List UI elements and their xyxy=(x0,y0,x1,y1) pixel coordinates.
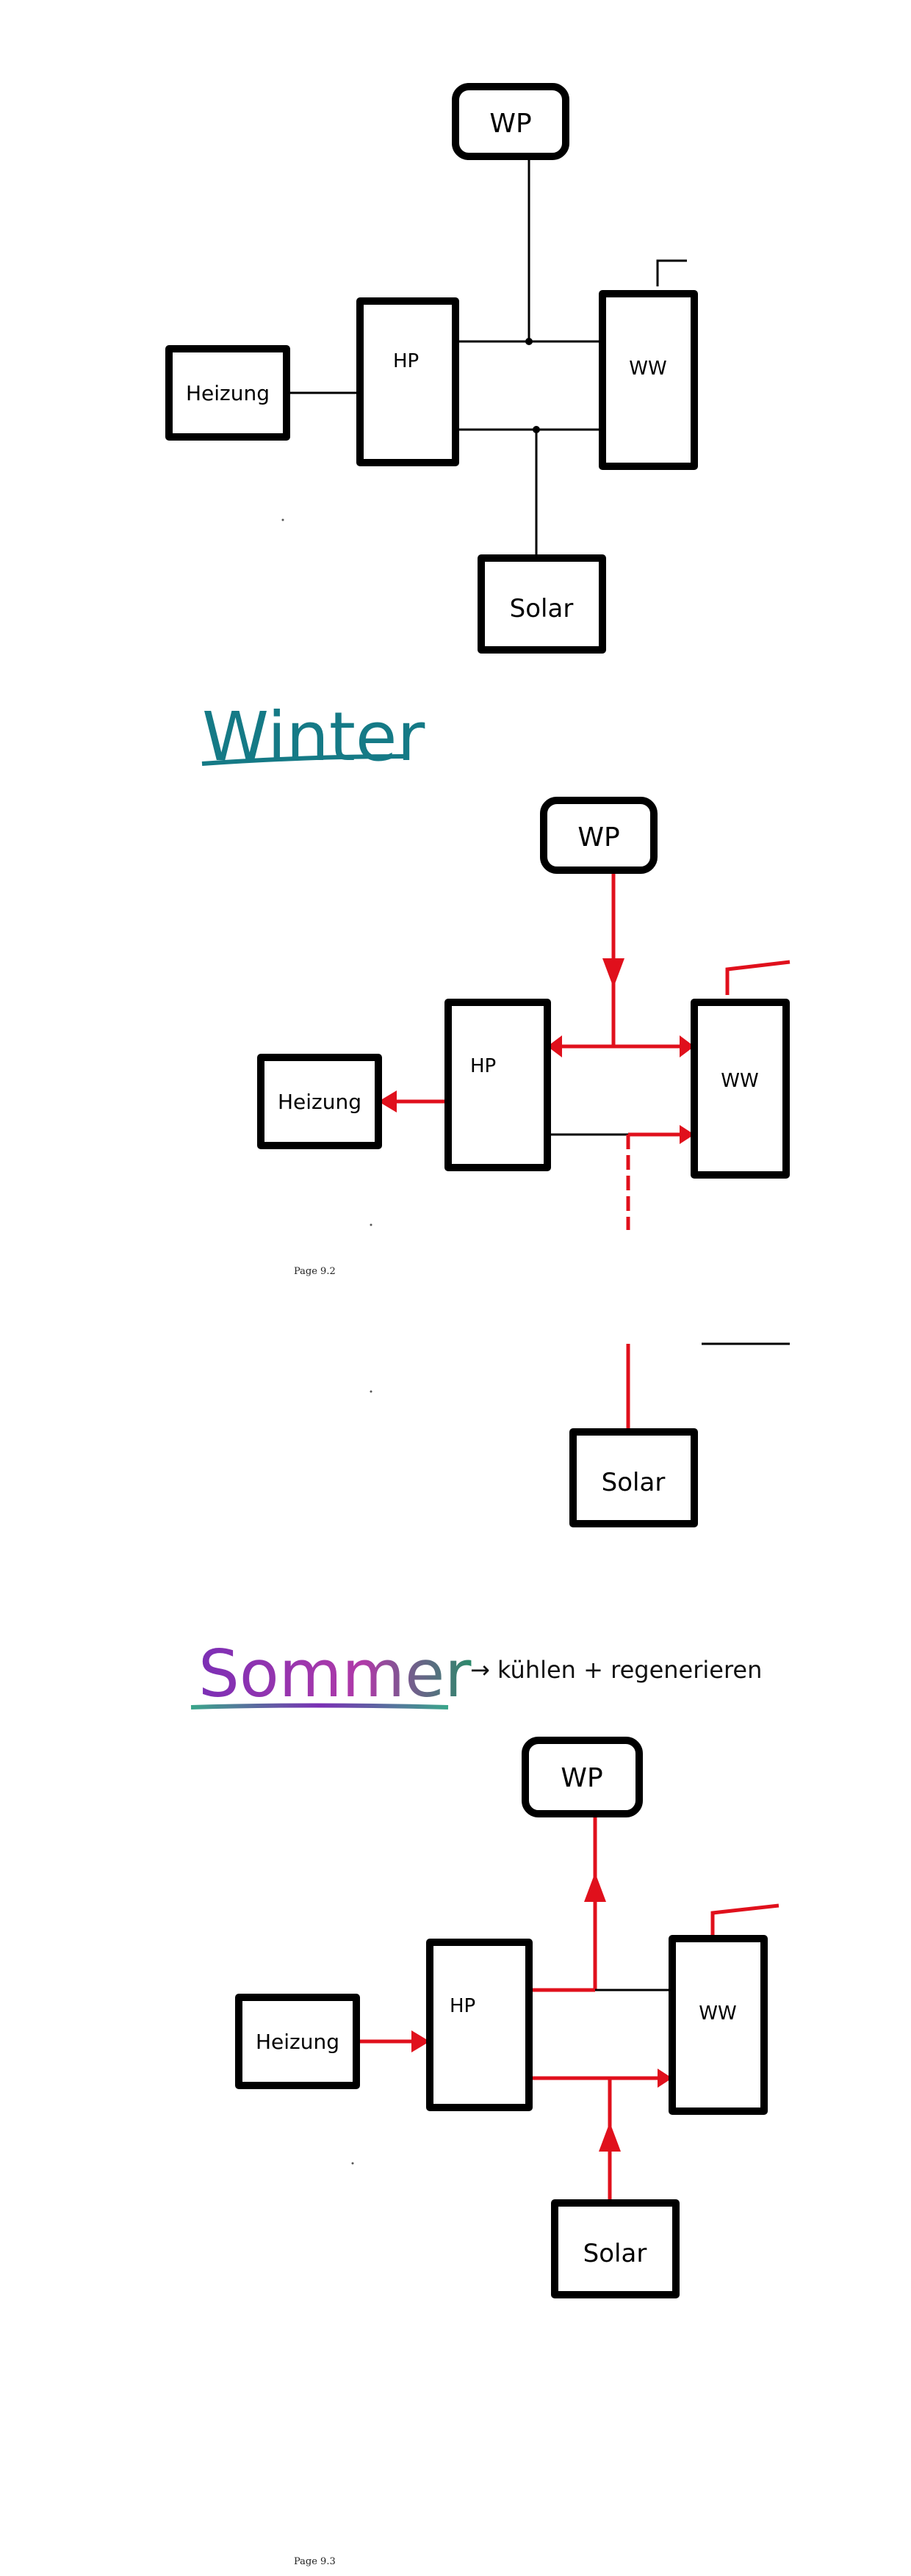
page-footer: Page 9.2 xyxy=(294,1266,336,1277)
heizung-box xyxy=(165,345,290,441)
arrowhead-right xyxy=(411,2030,430,2052)
hp-label: HP xyxy=(450,1995,475,2017)
winter-title: Winter xyxy=(202,698,425,776)
solar-box xyxy=(478,554,606,654)
diagram-overview: WP HP WW Heizung Solar xyxy=(165,83,698,654)
stray-dot xyxy=(370,1223,372,1226)
wp-label: WP xyxy=(561,1763,602,1793)
solar-box xyxy=(551,2199,680,2298)
stray-dot xyxy=(351,2162,354,2165)
ww-box xyxy=(691,999,790,1179)
heizung-label: Heizung xyxy=(278,1090,361,1114)
ww-label: WW xyxy=(629,358,666,380)
arrowhead-up xyxy=(584,1873,606,1902)
ww-vent-flow xyxy=(725,960,791,995)
solar-label: Solar xyxy=(602,1468,666,1497)
ww-box xyxy=(669,1935,768,2115)
wp-label: WP xyxy=(489,109,531,139)
hp-box xyxy=(444,999,551,1171)
sommer-title: Sommer xyxy=(198,1636,472,1712)
junction-dot xyxy=(525,338,533,345)
ww-box xyxy=(599,290,698,470)
stray-dot xyxy=(281,518,284,521)
solar-box xyxy=(569,1428,698,1527)
diagram-sommer: WP HP WW Heizung Solar xyxy=(235,1737,779,2298)
section-sommer: Sommer → kühlen + regenerieren xyxy=(190,1636,762,1712)
wp-box xyxy=(540,797,658,874)
hp-box xyxy=(426,1939,533,2111)
stray-dot xyxy=(370,1390,372,1393)
heizung-label: Heizung xyxy=(186,381,270,405)
wp-label: WP xyxy=(577,822,619,853)
heizung-box xyxy=(235,1994,360,2089)
heizung-label: Heizung xyxy=(256,2030,339,2054)
arrowhead-up xyxy=(599,2122,621,2152)
arrowhead-left xyxy=(378,1090,397,1112)
arrowhead-left xyxy=(547,1035,562,1057)
junction-dot xyxy=(533,426,540,433)
sommer-underline xyxy=(190,1703,449,1710)
section-winter: Winter xyxy=(201,698,425,776)
arrowhead-right xyxy=(658,2069,672,2088)
solar-label: Solar xyxy=(510,594,574,623)
solar-label: Solar xyxy=(583,2239,647,2268)
page-footer: Page 9.3 xyxy=(294,2556,336,2567)
arrowhead-right xyxy=(680,1125,694,1144)
hp-box xyxy=(356,297,459,466)
hp-label: HP xyxy=(470,1055,496,1077)
sommer-note: → kühlen + regenerieren xyxy=(470,1656,762,1684)
hp-label: HP xyxy=(393,350,419,372)
wp-box xyxy=(452,83,569,160)
ww-vent-line xyxy=(656,259,687,286)
ww-vent-flow xyxy=(710,1903,779,1939)
heizung-box xyxy=(257,1054,382,1149)
ww-label: WW xyxy=(699,2002,736,2025)
wp-box xyxy=(522,1737,643,1817)
ww-label: WW xyxy=(721,1070,758,1092)
winter-underline xyxy=(201,754,408,766)
arrowhead-down xyxy=(602,958,624,988)
diagram-winter: WP HP WW Heizung Page 9.2 Solar xyxy=(257,797,791,1527)
arrowhead-right xyxy=(680,1035,694,1057)
